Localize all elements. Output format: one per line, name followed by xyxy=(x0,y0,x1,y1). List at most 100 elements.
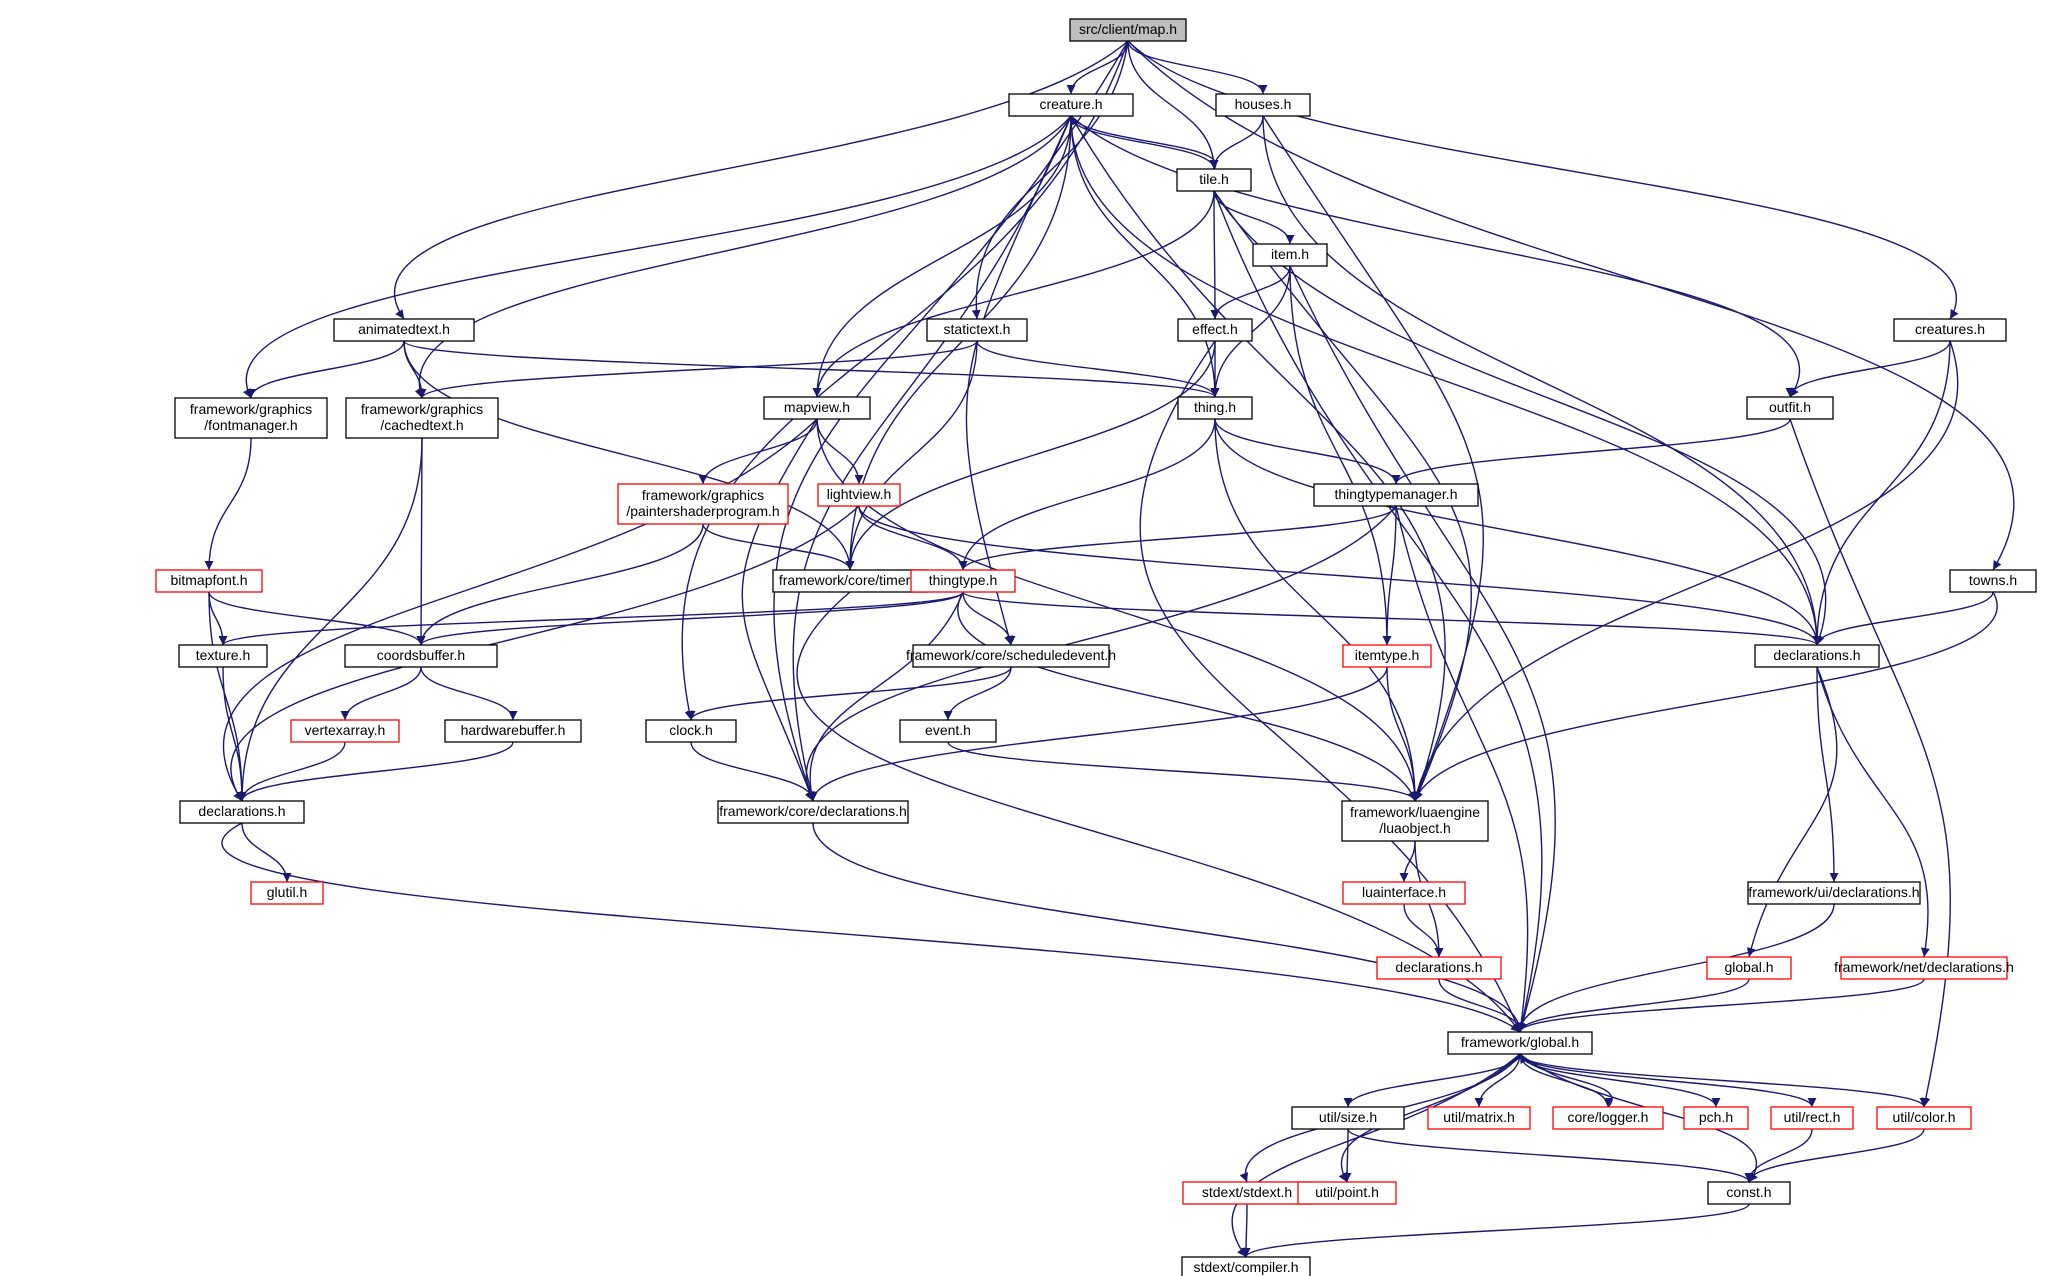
edge-framework_global-to-compiler xyxy=(1231,1053,1521,1258)
node-mapview[interactable]: mapview.h xyxy=(763,396,871,420)
node-label: /paintershaderprogram.h xyxy=(626,503,779,519)
node-lightview[interactable]: lightview.h xyxy=(817,483,901,507)
node-logger[interactable]: core/logger.h xyxy=(1552,1106,1664,1130)
node-const[interactable]: const.h xyxy=(1707,1181,1791,1205)
node-creatures[interactable]: creatures.h xyxy=(1893,318,2007,342)
node-glutil[interactable]: glutil.h xyxy=(250,881,324,905)
node-towns[interactable]: towns.h xyxy=(1949,569,2037,593)
node-timer[interactable]: framework/core/timer.h xyxy=(772,569,928,593)
edge-mapview-to-luaobject xyxy=(816,418,1420,802)
node-paintershader[interactable]: framework/graphics/paintershaderprogram.… xyxy=(617,483,789,525)
node-declarations-graphics[interactable]: declarations.h xyxy=(179,800,305,824)
node-label: util/color.h xyxy=(1892,1109,1955,1125)
node-cachedtext[interactable]: framework/graphics/cachedtext.h xyxy=(345,397,499,439)
node-scheduledevent[interactable]: framework/core/scheduledevent.h xyxy=(906,644,1116,668)
edge-logger-to-framework_global xyxy=(1519,1053,1613,1108)
edge-scheduledevent-to-event xyxy=(943,666,1012,721)
node-color[interactable]: util/color.h xyxy=(1876,1106,1972,1130)
node-box xyxy=(178,644,268,668)
node-thing[interactable]: thing.h xyxy=(1177,396,1253,420)
node-event[interactable]: event.h xyxy=(899,719,997,743)
edge-mapview-to-declarations_graphics xyxy=(223,418,818,802)
edge-thingtypemanager-to-itemtype xyxy=(1382,505,1397,646)
edge-bitmapfont-to-coordsbuffer xyxy=(208,591,426,646)
node-label: creatures.h xyxy=(1915,321,1985,337)
node-vertexarray[interactable]: vertexarray.h xyxy=(290,719,400,743)
node-label: bitmapfont.h xyxy=(170,572,247,588)
node-tile[interactable]: tile.h xyxy=(1176,168,1252,192)
node-item[interactable]: item.h xyxy=(1252,243,1328,267)
edge-creature-to-scheduledevent xyxy=(965,115,1072,646)
node-effect[interactable]: effect.h xyxy=(1177,318,1253,342)
node-box xyxy=(1177,396,1253,420)
edge-const-to-compiler xyxy=(1241,1203,1750,1258)
node-global-client[interactable]: global.h xyxy=(1706,956,1792,980)
node-size[interactable]: util/size.h xyxy=(1291,1106,1405,1130)
node-hardwarebuffer[interactable]: hardwarebuffer.h xyxy=(444,719,582,743)
node-matrix[interactable]: util/matrix.h xyxy=(1427,1106,1531,1130)
node-label: framework/graphics xyxy=(642,487,764,503)
node-pch[interactable]: pch.h xyxy=(1683,1106,1749,1130)
node-luaobject[interactable]: framework/luaengine/luaobject.h xyxy=(1341,800,1489,842)
node-houses[interactable]: houses.h xyxy=(1215,93,1311,117)
node-label: stdext/compiler.h xyxy=(1193,1259,1298,1275)
node-label: framework/core/declarations.h xyxy=(719,803,907,819)
node-clock[interactable]: clock.h xyxy=(645,719,737,743)
edge-scheduledevent-to-clock xyxy=(686,666,1012,721)
node-outfit[interactable]: outfit.h xyxy=(1746,396,1834,420)
node-label: item.h xyxy=(1271,246,1309,262)
node-box xyxy=(1297,1181,1397,1205)
edge-framework_global-to-matrix xyxy=(1474,1053,1521,1108)
node-framework-global[interactable]: framework/global.h xyxy=(1447,1031,1593,1055)
node-thingtypemanager[interactable]: thingtypemanager.h xyxy=(1313,483,1479,507)
node-point[interactable]: util/point.h xyxy=(1297,1181,1397,1205)
node-label: glutil.h xyxy=(267,884,307,900)
edge-statictext-to-thing xyxy=(976,340,1220,398)
node-animatedtext[interactable]: animatedtext.h xyxy=(333,318,475,342)
node-box xyxy=(344,644,498,668)
node-box xyxy=(1893,318,2007,342)
edge-hardwarebuffer-to-declarations_graphics xyxy=(237,741,514,802)
node-map[interactable]: src/client/map.h xyxy=(1069,18,1187,42)
node-luainterface[interactable]: luainterface.h xyxy=(1342,881,1466,905)
node-stdext[interactable]: stdext/stdext.h xyxy=(1182,1181,1312,1205)
node-box xyxy=(1291,1106,1405,1130)
edge-size-to-point xyxy=(1342,1128,1352,1183)
edge-map-to-houses xyxy=(1127,40,1268,95)
node-box xyxy=(1177,318,1253,342)
edge-framework_global-to-rect xyxy=(1519,1053,1817,1108)
node-compiler[interactable]: stdext/compiler.h xyxy=(1181,1256,1311,1276)
node-thingtype[interactable]: thingtype.h xyxy=(910,569,1016,593)
node-ui-declarations[interactable]: framework/ui/declarations.h xyxy=(1747,881,1921,905)
node-rect[interactable]: util/rect.h xyxy=(1770,1106,1854,1130)
edge-coordsbuffer-to-hardwarebuffer xyxy=(420,666,518,721)
edge-creature-to-cachedtext xyxy=(414,115,1072,399)
node-box xyxy=(1069,18,1187,42)
node-label: towns.h xyxy=(1969,572,2017,588)
node-label: util/rect.h xyxy=(1784,1109,1841,1125)
edge-cachedtext-to-declarations_graphics xyxy=(237,437,423,802)
node-label: framework/graphics xyxy=(361,401,483,417)
node-label: thingtype.h xyxy=(929,572,998,588)
edge-paintershader-to-coordsbuffer xyxy=(416,523,704,646)
node-coordsbuffer[interactable]: coordsbuffer.h xyxy=(344,644,498,668)
node-box xyxy=(1770,1106,1854,1130)
node-texture[interactable]: texture.h xyxy=(178,644,268,668)
node-fontmanager[interactable]: framework/graphics/fontmanager.h xyxy=(174,397,328,439)
node-label: framework/graphics xyxy=(190,401,312,417)
node-declarations-lua[interactable]: declarations.h xyxy=(1376,956,1502,980)
node-label: thing.h xyxy=(1194,399,1236,415)
edge-paintershader-to-timer xyxy=(702,523,855,571)
node-box xyxy=(155,569,263,593)
edge-statictext-to-timer xyxy=(845,340,978,571)
edge-itemtype-to-luaobject xyxy=(1386,666,1420,802)
node-creature[interactable]: creature.h xyxy=(1008,93,1134,117)
edge-bitmapfont-to-declarations_graphics xyxy=(208,591,247,802)
node-net-declarations[interactable]: framework/net/declarations.h xyxy=(1834,956,2014,980)
edge-tile-to-mapview xyxy=(812,190,1215,398)
node-core-declarations[interactable]: framework/core/declarations.h xyxy=(717,800,909,824)
node-declarations-client[interactable]: declarations.h xyxy=(1754,644,1880,668)
node-itemtype[interactable]: itemtype.h xyxy=(1342,644,1432,668)
node-bitmapfont[interactable]: bitmapfont.h xyxy=(155,569,263,593)
node-statictext[interactable]: statictext.h xyxy=(926,318,1028,342)
